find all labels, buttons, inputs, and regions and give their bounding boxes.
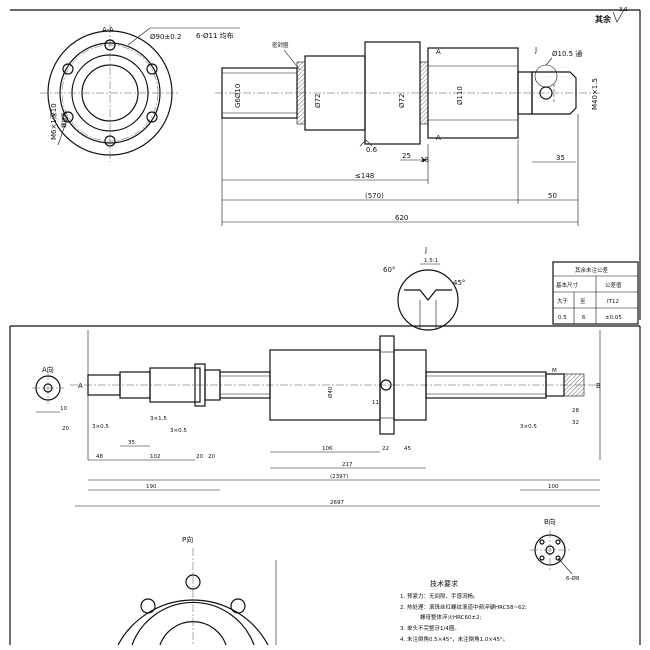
dim-45: 45 xyxy=(404,446,411,452)
flange-section-view: A-A Ø90±0.2 6-Ø11 均布 M6×1深10 螺纹孔 xyxy=(40,25,240,162)
mark-a: A xyxy=(78,382,83,390)
tol-col2: 公差值 xyxy=(605,281,622,289)
thread-note: M6×1深10 xyxy=(49,103,58,140)
bottom-sheet: A向 10 A xyxy=(9,325,641,646)
view-b: B向 6-Ø8 xyxy=(530,517,580,582)
dim-2697: 2697 xyxy=(330,500,344,506)
roughness-value: 3.2 xyxy=(619,7,628,13)
dim-30a: 3×0.5 xyxy=(92,424,109,430)
dim-18: 18 xyxy=(420,156,429,164)
roughness-symbol xyxy=(612,7,626,23)
tol-r1b: 至 xyxy=(580,298,586,305)
detail-j-view: J 1.5:1 60° 45° xyxy=(383,246,465,331)
tol-r1a: 大于 xyxy=(557,297,569,305)
detail-label: J xyxy=(424,246,427,254)
dim-10: 10 xyxy=(60,406,67,412)
notes-title: 技术要求 xyxy=(430,579,458,588)
tolerance-table: 其余未注公差 基本尺寸 公差值 大于 至 IT12 0.5 6 ±0.05 xyxy=(552,261,639,325)
dim-620: 620 xyxy=(395,214,408,222)
dim-570: (570) xyxy=(365,192,384,200)
dim-217: 217 xyxy=(342,462,353,468)
dim-102: 102 xyxy=(150,454,161,460)
flange-dia-label: Ø90±0.2 xyxy=(150,33,181,41)
dim-n11: 11 xyxy=(372,400,379,406)
dim-22: 22 xyxy=(382,446,389,452)
screw-dia: Ø40 xyxy=(327,386,334,398)
note-2: 2. 热处理：滚珠丝杠螺纹滚道中频淬硬HRC58~62; xyxy=(400,603,527,611)
ball-screw-shaft: A B M 11 Ø40 xyxy=(70,330,601,460)
view-b-label: B向 xyxy=(544,517,556,526)
detail-scale: 1.5:1 xyxy=(424,258,438,264)
nut-dia-label: Ø72 xyxy=(314,94,322,108)
note-2b: 螺母整体淬火HRC60±2; xyxy=(420,613,482,621)
seal-label: 密封圈 xyxy=(272,41,289,49)
note-3: 3. 单头不完整牙1/4圈。 xyxy=(400,624,460,632)
technical-notes: 技术要求 1. 预紧力：无间隙，手感流畅。 2. 热处理：滚珠丝杠螺纹滚道中频淬… xyxy=(400,579,527,643)
dim-20b: 20 xyxy=(196,454,203,460)
bottom-dimensions: 3×0.5 3×1.5 3×0.5 35 48 102 20 20 106 21… xyxy=(62,408,600,507)
section-mark: A xyxy=(436,48,441,56)
dim-32: 32 xyxy=(572,420,579,426)
dim-25: 25 xyxy=(402,152,411,160)
top-sheet: A-A Ø90±0.2 6-Ø11 均布 M6×1深10 螺纹孔 其余 3.2 xyxy=(10,7,641,331)
dim-30b: 3×0.5 xyxy=(170,428,187,434)
dim-35: 35 xyxy=(556,154,565,162)
view-a-label: A向 xyxy=(42,365,54,374)
tol-r2c: ±0.05 xyxy=(605,315,622,321)
body-dia-label: Ø110 xyxy=(456,86,464,105)
tol-col1: 基本尺寸 xyxy=(556,281,579,289)
view-a: A向 10 xyxy=(32,365,67,413)
dim-100: 100 xyxy=(548,484,559,490)
roughness-label: 其余 xyxy=(595,14,612,24)
p-view-label: P向 xyxy=(182,535,193,544)
dim-20c: 20 xyxy=(208,454,215,460)
dim-3x05: 3×0.5 xyxy=(520,424,537,430)
tol-r2a: 0.5 xyxy=(558,315,567,321)
dim-48: 48 xyxy=(96,454,103,460)
hole-dia-label: Ø10.5 通 xyxy=(552,49,582,58)
view-p: P向 xyxy=(117,535,277,646)
angle-45: 45° xyxy=(453,279,465,287)
flange-holes-label: 6-Ø11 均布 xyxy=(196,31,234,40)
angle-60: 60° xyxy=(383,266,395,274)
dim-20: 20 xyxy=(62,426,69,432)
dim-106: 106 xyxy=(322,446,333,452)
tol-r2b: 6 xyxy=(582,315,586,321)
section-mark-bottom: A xyxy=(436,134,441,142)
end-thread-label: M40×1.5 xyxy=(591,78,599,110)
note-holes: 6-Ø8 xyxy=(566,575,580,582)
note-4: 4. 未注倒角0.5×45°，未注倒角1.0×45°。 xyxy=(400,635,508,643)
dim-2397: (2397) xyxy=(330,474,348,480)
dim-50: 50 xyxy=(548,192,557,200)
dim-148: ≤148 xyxy=(355,172,374,180)
note-1: 1. 预紧力：无间隙，手感流畅。 xyxy=(400,592,479,600)
thread-note2: 螺纹孔 xyxy=(60,111,68,128)
dim-15: 3×1.5 xyxy=(150,416,167,422)
shaft-dia-label: G6Ø10 xyxy=(234,84,242,108)
dim-190: 190 xyxy=(146,484,157,490)
dim-06: 0.6 xyxy=(366,146,378,154)
shaft-side-view: 密封圈 G6Ø10 Ø72 Ø72 Ø110 Ø10.5 通 M40×1.5 A… xyxy=(215,41,600,226)
nut-dia2-label: Ø72 xyxy=(398,94,406,108)
mark-b: B xyxy=(596,382,601,390)
dim-35: 35 xyxy=(128,440,135,446)
tol-title: 其余未注公差 xyxy=(575,266,609,274)
dim-m: M xyxy=(552,368,557,374)
dim-28: 28 xyxy=(572,408,579,414)
detail-mark: J xyxy=(534,46,537,54)
section-label: A-A xyxy=(102,26,114,34)
tol-r1c: IT12 xyxy=(607,299,619,305)
